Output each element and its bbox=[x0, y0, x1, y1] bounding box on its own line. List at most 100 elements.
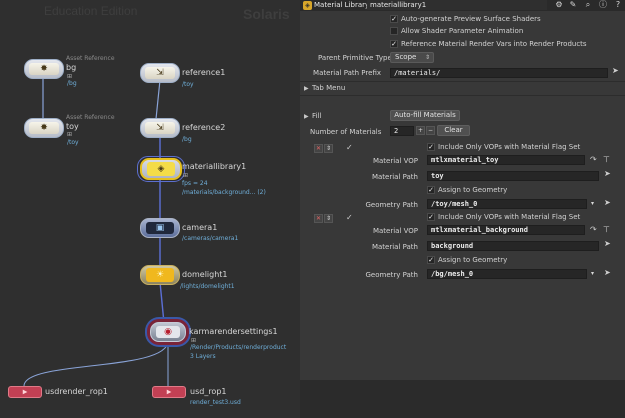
node-chooser-icon[interactable]: ⊤ bbox=[603, 225, 610, 234]
asset-icon: ✸ bbox=[40, 64, 48, 74]
material-path-1-field[interactable]: toy bbox=[427, 171, 599, 181]
fill-folder[interactable]: Fill bbox=[312, 112, 322, 120]
dropdown-arrow-icon[interactable]: ▾ bbox=[590, 270, 594, 277]
autofill-materials-button[interactable]: Auto-fill Materials bbox=[390, 110, 460, 121]
material-vop-1-label: Material VOP bbox=[372, 157, 418, 165]
assign-geo-2-checkbox[interactable]: ✓ bbox=[427, 256, 435, 264]
node-karmarendersettings1-path: /Render/Products/renderproduct bbox=[190, 344, 287, 351]
include-only-2-checkbox[interactable]: ✓ bbox=[427, 213, 435, 221]
rop-icon: ▶ bbox=[166, 388, 172, 396]
light-bulb-icon: ☀ bbox=[155, 270, 165, 280]
edition-watermark: Education Edition bbox=[44, 4, 138, 18]
cursor-arrow-icon[interactable]: ➤ bbox=[604, 169, 611, 178]
karma-render-icon: ◉ bbox=[164, 327, 172, 337]
parent-prim-dropdown[interactable]: Scope ⇕ bbox=[390, 52, 434, 63]
cursor-arrow-icon[interactable]: ➤ bbox=[604, 268, 611, 277]
assign-geo-1-label: Assign to Geometry bbox=[438, 186, 508, 194]
remove-material-2-button[interactable]: ✕ bbox=[314, 214, 323, 223]
checkmark-icon: ✓ bbox=[346, 143, 353, 152]
node-domelight1-name: domelight1 bbox=[182, 270, 228, 279]
checkmark-icon: ✓ bbox=[346, 213, 353, 222]
node-bg[interactable]: ✸ bbox=[24, 59, 64, 79]
geo-path-2-field[interactable]: /bg/mesh_0 bbox=[427, 269, 587, 279]
node-karmarendersettings1-info: 3 Layers bbox=[190, 353, 216, 360]
jump-arrow-icon[interactable]: ↷ bbox=[590, 155, 597, 164]
rendervars-label: Reference Material Render Vars into Rend… bbox=[401, 40, 587, 48]
node-karmarendersettings1-name: karmarendersettings1 bbox=[189, 327, 278, 336]
geo-path-1-label: Geometry Path bbox=[365, 201, 418, 209]
node-usd-rop1-path: render_test3.usd bbox=[190, 399, 241, 406]
node-bg-flag: ⊞ bbox=[67, 73, 73, 80]
reorder-material-2-button[interactable]: ⇕ bbox=[324, 214, 333, 223]
node-reference1-path: /toy bbox=[182, 81, 194, 88]
increment-button[interactable]: + bbox=[416, 126, 425, 135]
include-only-1-checkbox[interactable]: ✓ bbox=[427, 143, 435, 151]
node-usd-rop1[interactable]: ▶ bbox=[152, 386, 186, 398]
node-karmarendersettings1[interactable]: ◉ bbox=[150, 322, 186, 342]
node-usdrender-rop1[interactable]: ▶ bbox=[8, 386, 42, 398]
node-toy[interactable]: ✸ bbox=[24, 118, 64, 138]
material-library-icon: ◈ bbox=[303, 1, 312, 10]
node-camera1-name: camera1 bbox=[182, 223, 218, 232]
material-path-2-label: Material Path bbox=[371, 243, 418, 251]
node-reference1[interactable]: ⇲ bbox=[140, 63, 180, 83]
assign-geo-1-checkbox[interactable]: ✓ bbox=[427, 186, 435, 194]
remove-material-1-button[interactable]: ✕ bbox=[314, 144, 323, 153]
node-toy-name: toy bbox=[66, 122, 79, 131]
expand-triangle-icon[interactable]: ▶ bbox=[304, 113, 309, 120]
material-library-icon: ◈ bbox=[157, 164, 165, 174]
prefix-label: Material Path Prefix bbox=[313, 69, 381, 77]
expand-triangle-icon[interactable]: ▶ bbox=[304, 85, 309, 92]
node-bg-name: bg bbox=[66, 63, 77, 72]
empty-pane-area bbox=[300, 380, 625, 418]
material-vop-2-field[interactable]: mtlxmaterial_background bbox=[427, 225, 585, 235]
node-camera1-path: /cameras/camera1 bbox=[182, 235, 239, 242]
tab-menu-folder[interactable]: Tab Menu bbox=[312, 84, 346, 92]
material-vop-1-field[interactable]: mtlxmaterial_toy bbox=[427, 155, 585, 165]
material-path-1-label: Material Path bbox=[371, 173, 418, 181]
help-icon[interactable]: ? bbox=[615, 0, 621, 9]
cursor-arrow-icon[interactable]: ➤ bbox=[604, 198, 611, 207]
geo-path-1-field[interactable]: /toy/mesh_0 bbox=[427, 199, 587, 209]
cursor-arrow-icon[interactable]: ➤ bbox=[604, 239, 611, 248]
node-domelight1[interactable]: ☀ bbox=[140, 265, 180, 285]
num-materials-label: Number of Materials bbox=[310, 128, 382, 136]
wire-dome-karma bbox=[159, 281, 165, 324]
node-materiallibrary1-name: materiallibrary1 bbox=[182, 162, 247, 171]
jump-arrow-icon[interactable]: ↷ bbox=[590, 225, 597, 234]
dropdown-arrow-icon[interactable]: ▾ bbox=[590, 200, 594, 207]
decrement-button[interactable]: − bbox=[426, 126, 435, 135]
node-materiallibrary1[interactable]: ◈ bbox=[137, 156, 185, 182]
rop-icon: ▶ bbox=[22, 388, 28, 396]
node-chooser-icon[interactable]: ⊤ bbox=[603, 155, 610, 164]
gear-icon[interactable]: ⚙ bbox=[555, 0, 563, 9]
node-toy-path: /toy bbox=[67, 139, 79, 146]
network-view[interactable]: Education Edition Solaris ✸ Asset Refere… bbox=[0, 0, 300, 418]
updown-arrow-icon: ⇕ bbox=[424, 54, 430, 61]
parent-prim-value: Scope bbox=[395, 53, 417, 61]
node-bg-path: /bg bbox=[67, 80, 77, 87]
brush-icon[interactable]: ✎ bbox=[569, 0, 577, 9]
reorder-material-1-button[interactable]: ⇕ bbox=[324, 144, 333, 153]
autogen-checkbox[interactable]: ✓ bbox=[390, 15, 398, 23]
node-name-field[interactable]: materiallibrary1 bbox=[367, 0, 547, 10]
search-icon[interactable]: ⌕ bbox=[585, 0, 591, 9]
node-reference2-path: /bg bbox=[182, 136, 192, 143]
node-camera1[interactable]: ▣ bbox=[140, 218, 180, 238]
num-materials-field[interactable]: 2 bbox=[390, 126, 414, 136]
animation-checkbox[interactable] bbox=[390, 27, 398, 35]
node-reference2[interactable]: ⇲ bbox=[140, 118, 180, 138]
include-only-2-label: Include Only VOPs with Material Flag Set bbox=[438, 213, 581, 221]
prefix-field[interactable]: /materials/ bbox=[390, 68, 608, 78]
animation-label: Allow Shader Parameter Animation bbox=[401, 27, 524, 35]
clear-button[interactable]: Clear bbox=[437, 125, 470, 136]
include-only-1-label: Include Only VOPs with Material Flag Set bbox=[438, 143, 581, 151]
separator bbox=[300, 95, 625, 96]
cursor-arrow-icon[interactable]: ➤ bbox=[612, 66, 619, 75]
material-path-2-field[interactable]: background bbox=[427, 241, 599, 251]
rendervars-checkbox[interactable]: ✓ bbox=[390, 40, 398, 48]
camera-icon: ▣ bbox=[155, 223, 165, 233]
asset-icon: ✸ bbox=[40, 123, 48, 133]
info-icon[interactable]: ⓘ bbox=[599, 0, 607, 9]
